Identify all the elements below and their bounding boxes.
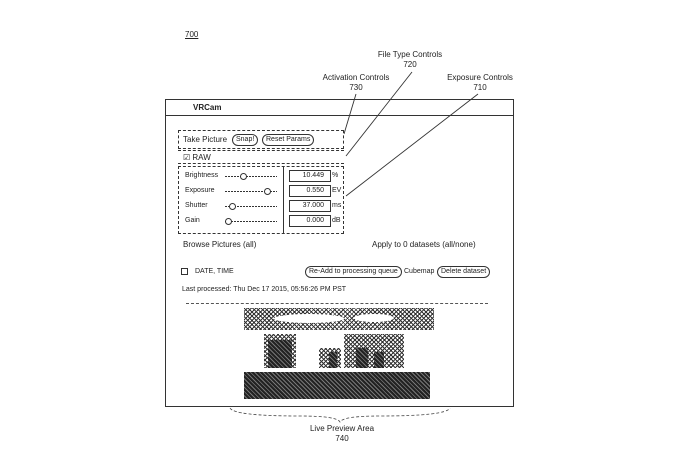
gain-unit: dB [332, 216, 341, 225]
last-processed-text: Last processed: Thu Dec 17 2015, 05:56:2… [182, 285, 346, 294]
exposure-slider-knob[interactable] [264, 188, 271, 195]
checkbox-checked-icon: ☑ [183, 153, 190, 162]
brightness-slider-knob[interactable] [240, 173, 247, 180]
exposure-controls-ref: 710 [434, 83, 526, 93]
activation-controls-ref: 730 [310, 83, 402, 93]
live-preview-brace [230, 408, 450, 422]
apply-to-datasets-link[interactable]: Apply to 0 datasets (all/none) [372, 240, 476, 249]
exposure-unit: EV [332, 186, 341, 195]
preview-separator [186, 303, 488, 304]
raw-label: RAW [192, 153, 210, 162]
figure-number: 700 [185, 30, 198, 39]
gain-slider-knob[interactable] [225, 218, 232, 225]
preview-bottom-band [244, 372, 430, 399]
shutter-value[interactable]: 37.000 [289, 200, 331, 212]
shutter-unit: ms [332, 201, 341, 210]
shutter-label: Shutter [185, 201, 208, 210]
reset-params-button[interactable]: Reset Params [262, 134, 314, 146]
preview-highlight-left [274, 314, 344, 323]
preview-block-3-shadow-b [374, 352, 384, 368]
shutter-slider-knob[interactable] [229, 203, 236, 210]
values-divider [283, 166, 284, 234]
gain-label: Gain [185, 216, 200, 225]
take-picture-label: Take Picture [183, 135, 227, 144]
live-preview-area-ref: 740 [290, 434, 394, 444]
file-type-controls-text: File Type Controls [362, 50, 458, 60]
activation-controls-text: Activation Controls [310, 73, 402, 83]
exposure-value[interactable]: 0.550 [289, 185, 331, 197]
readd-to-queue-button[interactable]: Re-Add to processing queue [305, 266, 402, 278]
date-time-checkbox[interactable] [181, 268, 188, 275]
date-time-label: DATE, TIME [195, 267, 234, 276]
gain-slider-track[interactable] [225, 221, 277, 222]
brightness-label: Brightness [185, 171, 218, 180]
activation-controls-label: Activation Controls 730 [310, 73, 402, 93]
window-title: VRCam [193, 103, 221, 112]
exposure-controls-label: Exposure Controls 710 [434, 73, 526, 93]
browse-pictures-link[interactable]: Browse Pictures (all) [183, 240, 256, 249]
live-preview-area-text: Live Preview Area [290, 424, 394, 434]
cubemap-link[interactable]: Cubemap [404, 267, 434, 276]
exposure-controls-text: Exposure Controls [434, 73, 526, 83]
file-type-controls-ref: 720 [362, 60, 458, 70]
brightness-slider-track[interactable] [225, 176, 277, 177]
snap-button[interactable]: Snap! [232, 134, 258, 146]
exposure-label: Exposure [185, 186, 215, 195]
preview-block-1-shadow [268, 340, 292, 368]
preview-block-3-shadow-a [356, 348, 368, 368]
live-preview-area-label: Live Preview Area 740 [290, 424, 394, 444]
delete-dataset-button[interactable]: Delete dataset [437, 266, 490, 278]
preview-block-2-shadow [329, 352, 337, 368]
raw-checkbox[interactable]: ☑ RAW [183, 153, 211, 162]
file-type-controls-label: File Type Controls 720 [362, 50, 458, 70]
live-preview-area [244, 308, 434, 400]
brightness-value[interactable]: 10.449 [289, 170, 331, 182]
gain-value[interactable]: 0.000 [289, 215, 331, 227]
preview-highlight-right [354, 314, 394, 322]
title-bar-divider [166, 115, 513, 116]
brightness-unit: % [332, 171, 338, 180]
